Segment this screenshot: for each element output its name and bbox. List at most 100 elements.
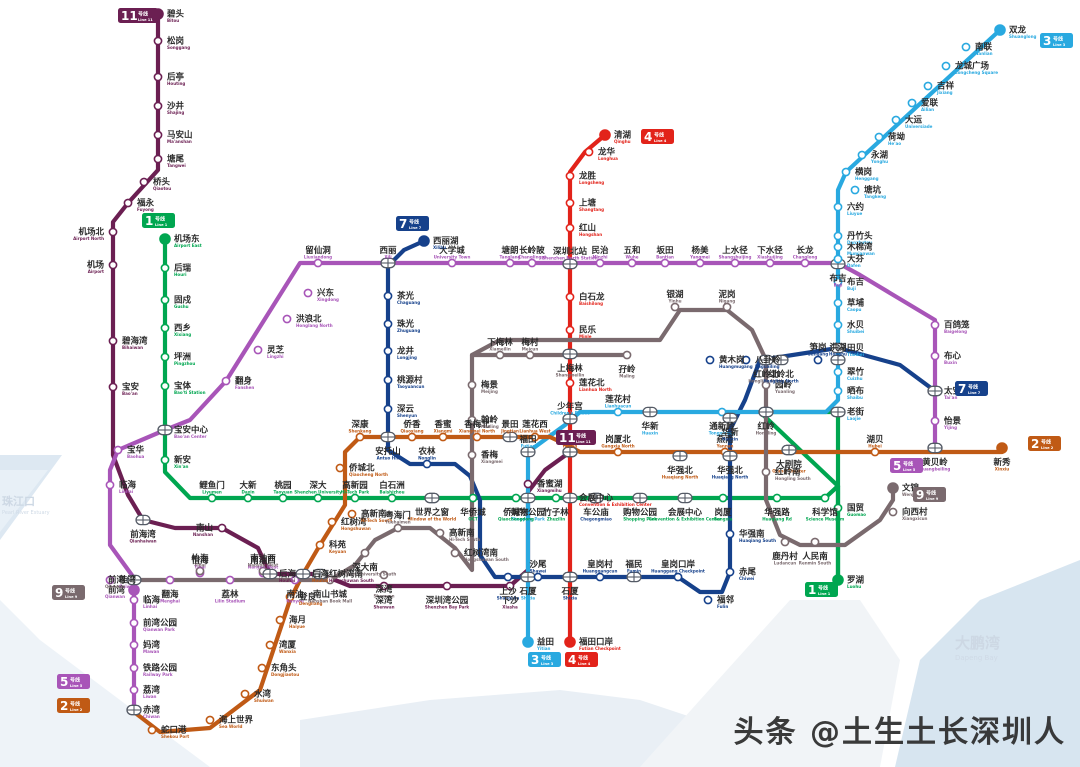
station-dot[interactable] [290, 575, 300, 585]
station-dot[interactable] [833, 320, 843, 330]
station-dot[interactable] [442, 581, 452, 591]
station-dot[interactable] [551, 493, 561, 503]
station-dot[interactable] [595, 258, 605, 268]
station-dot[interactable] [833, 503, 843, 513]
station-dot[interactable] [511, 493, 521, 503]
station-dot[interactable] [113, 445, 123, 455]
station-dot[interactable] [505, 258, 515, 268]
station-dot[interactable] [472, 432, 482, 442]
station-dot-terminal[interactable] [418, 235, 430, 247]
station-dot[interactable] [355, 432, 365, 442]
station-dot[interactable] [435, 528, 445, 538]
station-dot[interactable] [772, 493, 782, 503]
station-dot[interactable] [857, 150, 867, 160]
station-dot[interactable] [523, 479, 533, 489]
station-dot[interactable] [820, 493, 830, 503]
station-dot[interactable] [765, 258, 775, 268]
station-dot[interactable] [613, 407, 623, 417]
station-dot[interactable] [108, 336, 118, 346]
station-dot-terminal[interactable] [159, 233, 171, 245]
station-dot[interactable] [383, 319, 393, 329]
station-dot[interactable] [108, 382, 118, 392]
station-dot[interactable] [941, 61, 951, 71]
station-dot[interactable] [930, 320, 940, 330]
station-dot[interactable] [347, 509, 357, 519]
station-dot[interactable] [105, 480, 115, 490]
station-dot[interactable] [257, 663, 267, 673]
station-dot[interactable] [153, 72, 163, 82]
station-dot[interactable] [282, 314, 292, 324]
station-dot[interactable] [565, 171, 575, 181]
station-dot[interactable] [565, 198, 575, 208]
station-dot[interactable] [833, 231, 843, 241]
station-dot[interactable] [383, 375, 393, 385]
station-dot[interactable] [725, 567, 735, 577]
station-dot[interactable] [722, 302, 732, 312]
station-dot[interactable] [841, 167, 851, 177]
station-dot[interactable] [160, 352, 170, 362]
station-dot[interactable] [275, 615, 285, 625]
station-dot[interactable] [503, 572, 513, 582]
station-dot[interactable] [565, 325, 575, 335]
station-dot[interactable] [438, 432, 448, 442]
station-dot[interactable] [800, 258, 810, 268]
station-dot[interactable] [467, 450, 477, 460]
station-dot[interactable] [530, 432, 540, 442]
station-dot[interactable] [325, 575, 335, 585]
station-dot[interactable] [870, 447, 880, 457]
station-dot[interactable] [930, 416, 940, 426]
station-dot[interactable] [383, 346, 393, 356]
station-dot[interactable] [108, 260, 118, 270]
station-dot[interactable] [129, 595, 139, 605]
station-dot[interactable] [495, 350, 505, 360]
station-dot[interactable] [123, 198, 133, 208]
station-dot[interactable] [717, 407, 727, 417]
station-dot[interactable] [221, 376, 231, 386]
station-dot[interactable] [718, 493, 728, 503]
station-dot[interactable] [705, 355, 715, 365]
station-dot[interactable] [833, 386, 843, 396]
station-dot[interactable] [907, 98, 917, 108]
station-dot-terminal[interactable] [522, 636, 534, 648]
station-dot[interactable] [327, 517, 337, 527]
station-dot[interactable] [383, 404, 393, 414]
station-dot[interactable] [850, 185, 860, 195]
station-dot[interactable] [874, 132, 884, 142]
station-dot[interactable] [379, 581, 389, 591]
station-dot[interactable] [360, 548, 370, 558]
station-dot-terminal[interactable] [599, 129, 611, 141]
station-dot[interactable] [108, 227, 118, 237]
station-dot[interactable] [923, 81, 933, 91]
station-dot[interactable] [673, 572, 683, 582]
station-dot[interactable] [387, 493, 397, 503]
station-dot[interactable] [147, 725, 157, 735]
station-dot[interactable] [195, 566, 205, 576]
station-dot[interactable] [315, 540, 325, 550]
station-dot[interactable] [139, 177, 149, 187]
station-dot[interactable] [265, 640, 275, 650]
station-dot[interactable] [565, 378, 575, 388]
station-dot[interactable] [243, 493, 253, 503]
station-dot[interactable] [447, 258, 457, 268]
station-dot[interactable] [930, 351, 940, 361]
station-dot[interactable] [153, 130, 163, 140]
station-dot[interactable] [813, 355, 823, 365]
station-dot[interactable] [105, 575, 115, 585]
station-dot[interactable] [670, 302, 680, 312]
station-dot[interactable] [207, 493, 217, 503]
station-dot[interactable] [393, 523, 403, 533]
station-dot[interactable] [527, 258, 537, 268]
